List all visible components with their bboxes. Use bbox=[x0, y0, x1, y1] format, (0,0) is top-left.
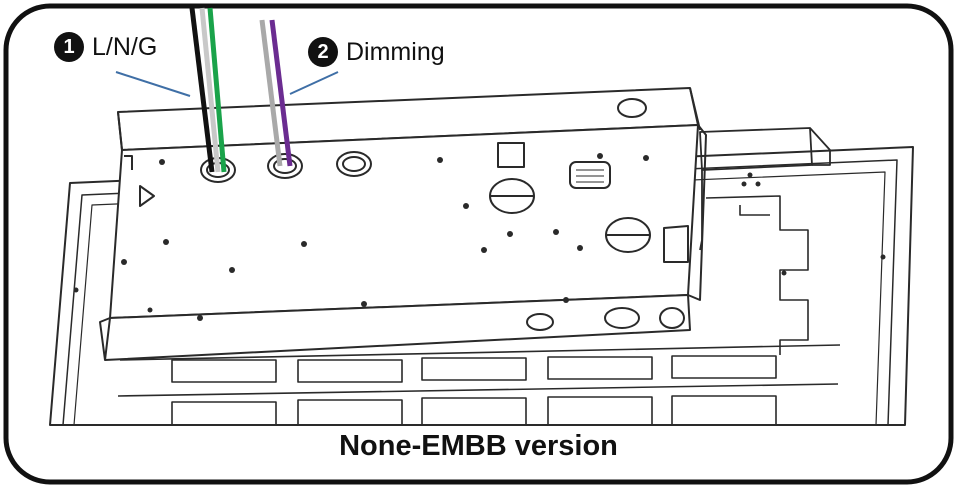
wire-dim-gray bbox=[259, 19, 283, 167]
callout-number-1: 1 bbox=[54, 32, 84, 62]
wire-neutral bbox=[199, 7, 221, 173]
screw-holes bbox=[73, 153, 886, 321]
panel-grid bbox=[117, 195, 841, 426]
driver-box bbox=[99, 87, 707, 361]
wire-line bbox=[189, 7, 215, 173]
leader-line-1 bbox=[115, 71, 191, 97]
callout-dimming: 2 Dimming bbox=[308, 37, 445, 67]
wire-ground bbox=[207, 7, 227, 173]
leader-line-2 bbox=[289, 71, 339, 95]
wire-dim-purple bbox=[269, 19, 293, 167]
callout-label-lng: L/N/G bbox=[92, 32, 158, 61]
callout-number-2: 2 bbox=[308, 37, 338, 67]
callout-lng: 1 L/N/G bbox=[54, 32, 157, 62]
diagram-caption: None-EMBB version bbox=[339, 430, 618, 462]
callout-label-dimming: Dimming bbox=[346, 37, 445, 66]
